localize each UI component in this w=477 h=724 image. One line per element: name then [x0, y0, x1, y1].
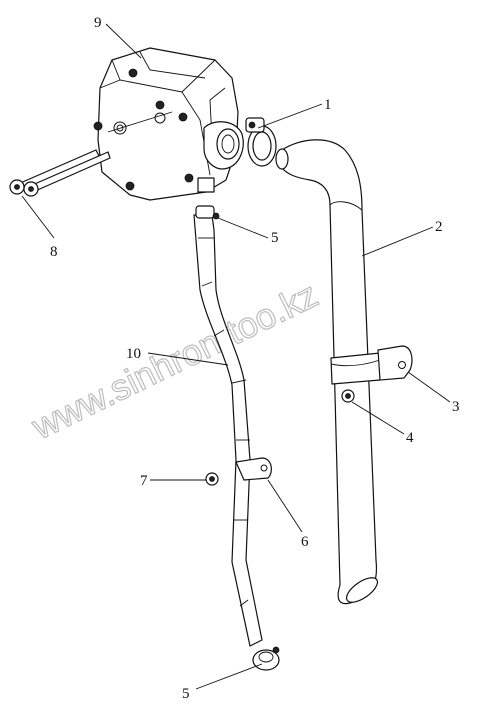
hose-clip-bracket	[205, 457, 272, 486]
pipe-clamp-bracket	[330, 345, 413, 403]
breather-hose	[193, 205, 280, 671]
leader-lines	[21, 23, 451, 690]
callout-4: 4	[406, 430, 414, 446]
outlet-clamp	[245, 117, 277, 167]
callout-10: 10	[126, 346, 141, 362]
callout-3: 3	[452, 399, 460, 415]
exhaust-pipe	[275, 139, 379, 605]
callout-2: 2	[435, 219, 443, 235]
long-bolts	[9, 149, 111, 197]
callout-8: 8	[50, 244, 58, 260]
callout-5-bottom: 5	[182, 686, 190, 702]
callout-1: 1	[324, 97, 332, 113]
callout-5-top: 5	[271, 230, 279, 246]
watermark-text: www.sinhron-too.kz	[25, 274, 324, 448]
callout-9: 9	[94, 15, 102, 31]
callout-6: 6	[301, 534, 309, 550]
callout-7: 7	[140, 473, 148, 489]
filter-housing	[93, 47, 244, 201]
